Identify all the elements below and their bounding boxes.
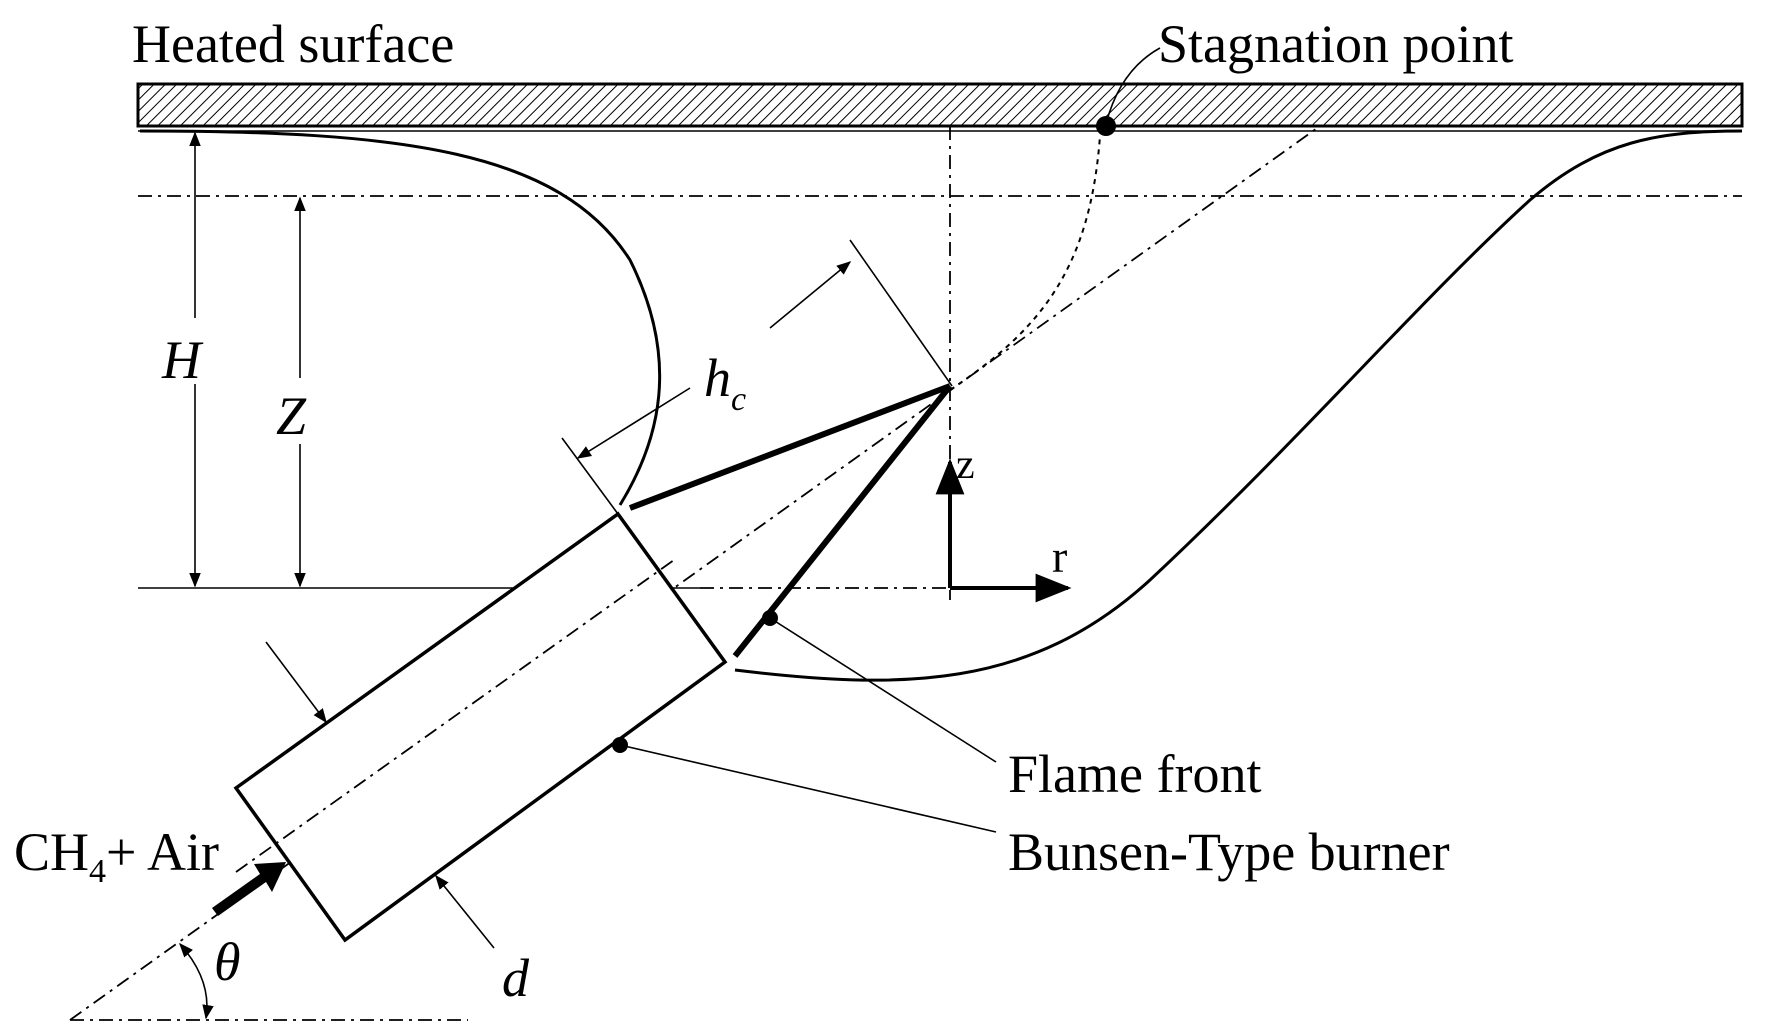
H-label-bg <box>170 318 220 384</box>
right-flow-curve <box>734 129 1743 682</box>
hc-arrow-lower <box>576 387 691 459</box>
burner-label: Bunsen-Type burner <box>1008 822 1450 882</box>
burner-body <box>233 511 728 943</box>
stagnation-point-label: Stagnation point <box>1158 14 1513 74</box>
Z-label-bg <box>275 378 325 444</box>
d-arrow-lower <box>435 874 495 949</box>
inlet-label: CH4+ Air <box>14 822 219 890</box>
z-axis-label: z <box>956 442 975 488</box>
stagnation-point-dot <box>1096 116 1116 136</box>
hc-label: hc <box>704 348 746 418</box>
inlet-arrow <box>212 862 286 916</box>
hc-extension-upper <box>849 239 953 387</box>
stagnation-streamline <box>949 135 1101 391</box>
burner-axis-line <box>69 125 1321 1021</box>
flame-front-label: Flame front <box>1008 744 1261 804</box>
d-arrow-upper <box>265 641 327 724</box>
Z-label: Z <box>276 386 307 446</box>
left-flow-curve <box>139 129 662 506</box>
H-label: H <box>161 330 204 390</box>
heated-surface-label: Heated surface <box>132 14 454 74</box>
theta-arc <box>179 942 214 1020</box>
flame-front-leader <box>769 617 997 763</box>
burner-axis-inner <box>235 559 675 873</box>
stagnation-leader <box>1105 47 1161 125</box>
r-axis-label: r <box>1052 531 1067 582</box>
theta-label: θ <box>214 932 241 992</box>
burner-leader <box>619 744 997 833</box>
heated-surface-plate <box>136 82 1744 128</box>
d-label: d <box>502 948 530 1008</box>
flame-front-upper <box>628 383 952 511</box>
hc-arrow-upper <box>769 261 852 329</box>
hc-extension-lower <box>561 437 619 515</box>
